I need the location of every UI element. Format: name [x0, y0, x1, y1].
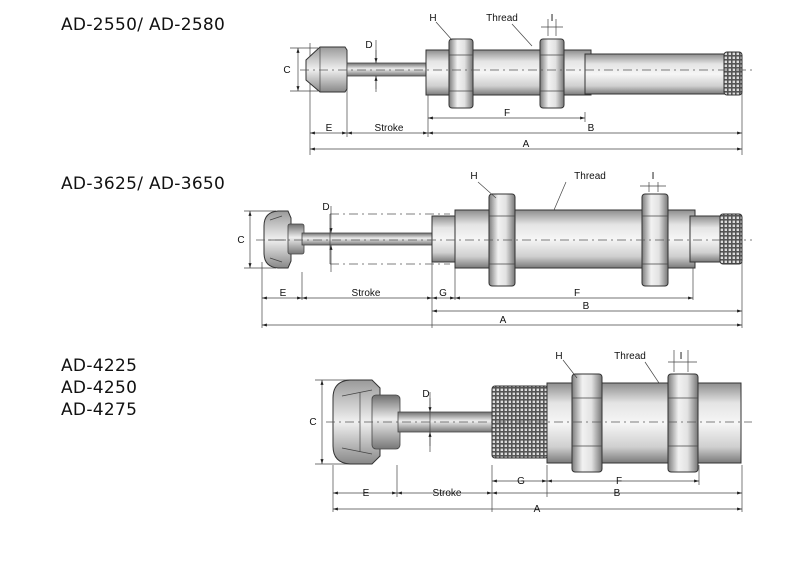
drawing-ad2550: C D H Thread I E Stroke F B A [283, 13, 752, 155]
label-c-1: C [283, 65, 290, 76]
label-a-2: A [500, 315, 507, 326]
label-f-3: F [616, 476, 622, 487]
label-d-3: D [422, 389, 429, 400]
model-title-ad4250: AD-4250 [61, 378, 138, 398]
label-h-1: H [429, 13, 436, 24]
label-h-3: H [555, 351, 562, 362]
model-title-ad3625-ad3650: AD-3625/ AD-3650 [61, 174, 226, 194]
label-a-3: A [534, 504, 541, 515]
label-c-3: C [309, 417, 316, 428]
label-i-3: I [680, 351, 683, 362]
label-d-2: D [322, 202, 329, 213]
model-title-ad2550-ad2580: AD-2550/ AD-2580 [61, 15, 226, 35]
label-b-3: B [614, 488, 621, 499]
label-stroke-3: Stroke [433, 488, 462, 499]
label-i-1: I [551, 13, 554, 24]
label-b-2: B [583, 301, 590, 312]
label-c-2: C [237, 235, 244, 246]
label-a-1: A [523, 139, 530, 150]
model-title-ad4225: AD-4225 [61, 356, 138, 376]
drawing-ad3625: C D H Thread I E Stroke G F B A [237, 171, 752, 328]
label-b-1: B [588, 123, 595, 134]
label-e-1: E [326, 123, 333, 134]
label-stroke-1: Stroke [375, 123, 404, 134]
label-e-2: E [280, 288, 287, 299]
label-i-2: I [652, 171, 655, 182]
model-title-ad4275: AD-4275 [61, 400, 138, 420]
drawing-ad4225: C D H Thread I E Stroke G F B A [309, 350, 752, 515]
label-g-2: G [439, 288, 447, 299]
label-e-3: E [363, 488, 370, 499]
label-thread-2: Thread [574, 171, 606, 182]
label-f-2: F [574, 288, 580, 299]
label-f-1: F [504, 108, 510, 119]
label-g-3: G [517, 476, 525, 487]
label-d-1: D [365, 40, 372, 51]
label-h-2: H [470, 171, 477, 182]
label-stroke-2: Stroke [352, 288, 381, 299]
label-thread-1: Thread [486, 13, 518, 24]
label-thread-3: Thread [614, 351, 646, 362]
